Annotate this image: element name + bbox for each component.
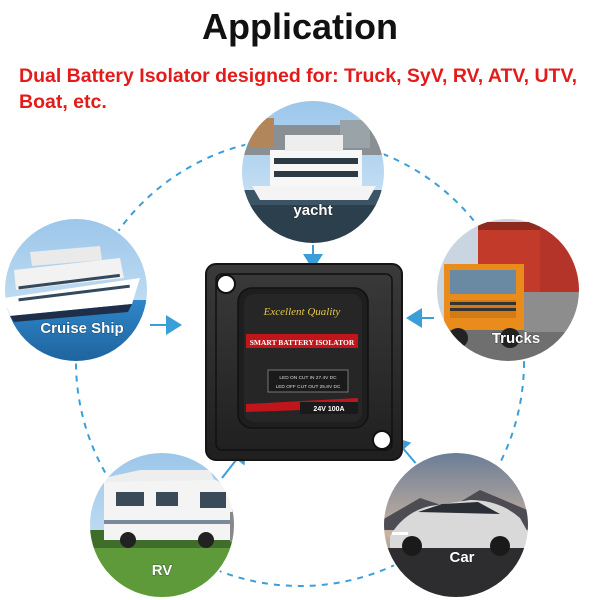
battery-isolator-device: Excellent Quality SMART BATTERY ISOLATOR… (205, 263, 403, 461)
car-photo: Car (382, 451, 530, 599)
device-line2-text: LED OFF CUT OUT 25.8V DC (276, 384, 341, 390)
page-title: Application (202, 6, 398, 47)
yacht-photo: yacht (240, 99, 386, 245)
rv-label: RV (152, 562, 173, 579)
device-line1-text: LED ON CUT IN 27.4V DC (279, 375, 337, 381)
yacht-label: yacht (293, 202, 332, 219)
device-rating-text: 24V 100A (313, 406, 344, 413)
mounting-hole-bottom-right (372, 430, 392, 450)
device-brand-text: Excellent Quality (263, 306, 341, 318)
mounting-hole-top-left (216, 274, 236, 294)
car-label: Car (449, 549, 474, 566)
device-model-text: SMART BATTERY ISOLATOR (250, 338, 355, 347)
page-subtitle: Dual Battery Isolator designed for: Truc… (19, 65, 578, 113)
rv-photo: RV (88, 451, 236, 599)
cruise-ship-label: Cruise Ship (40, 320, 123, 337)
trucks-label: Trucks (492, 330, 540, 347)
truck-photo: Trucks (435, 217, 581, 363)
cruise-ship-photo: Cruise Ship (3, 217, 149, 363)
dashed-ring (75, 137, 525, 587)
